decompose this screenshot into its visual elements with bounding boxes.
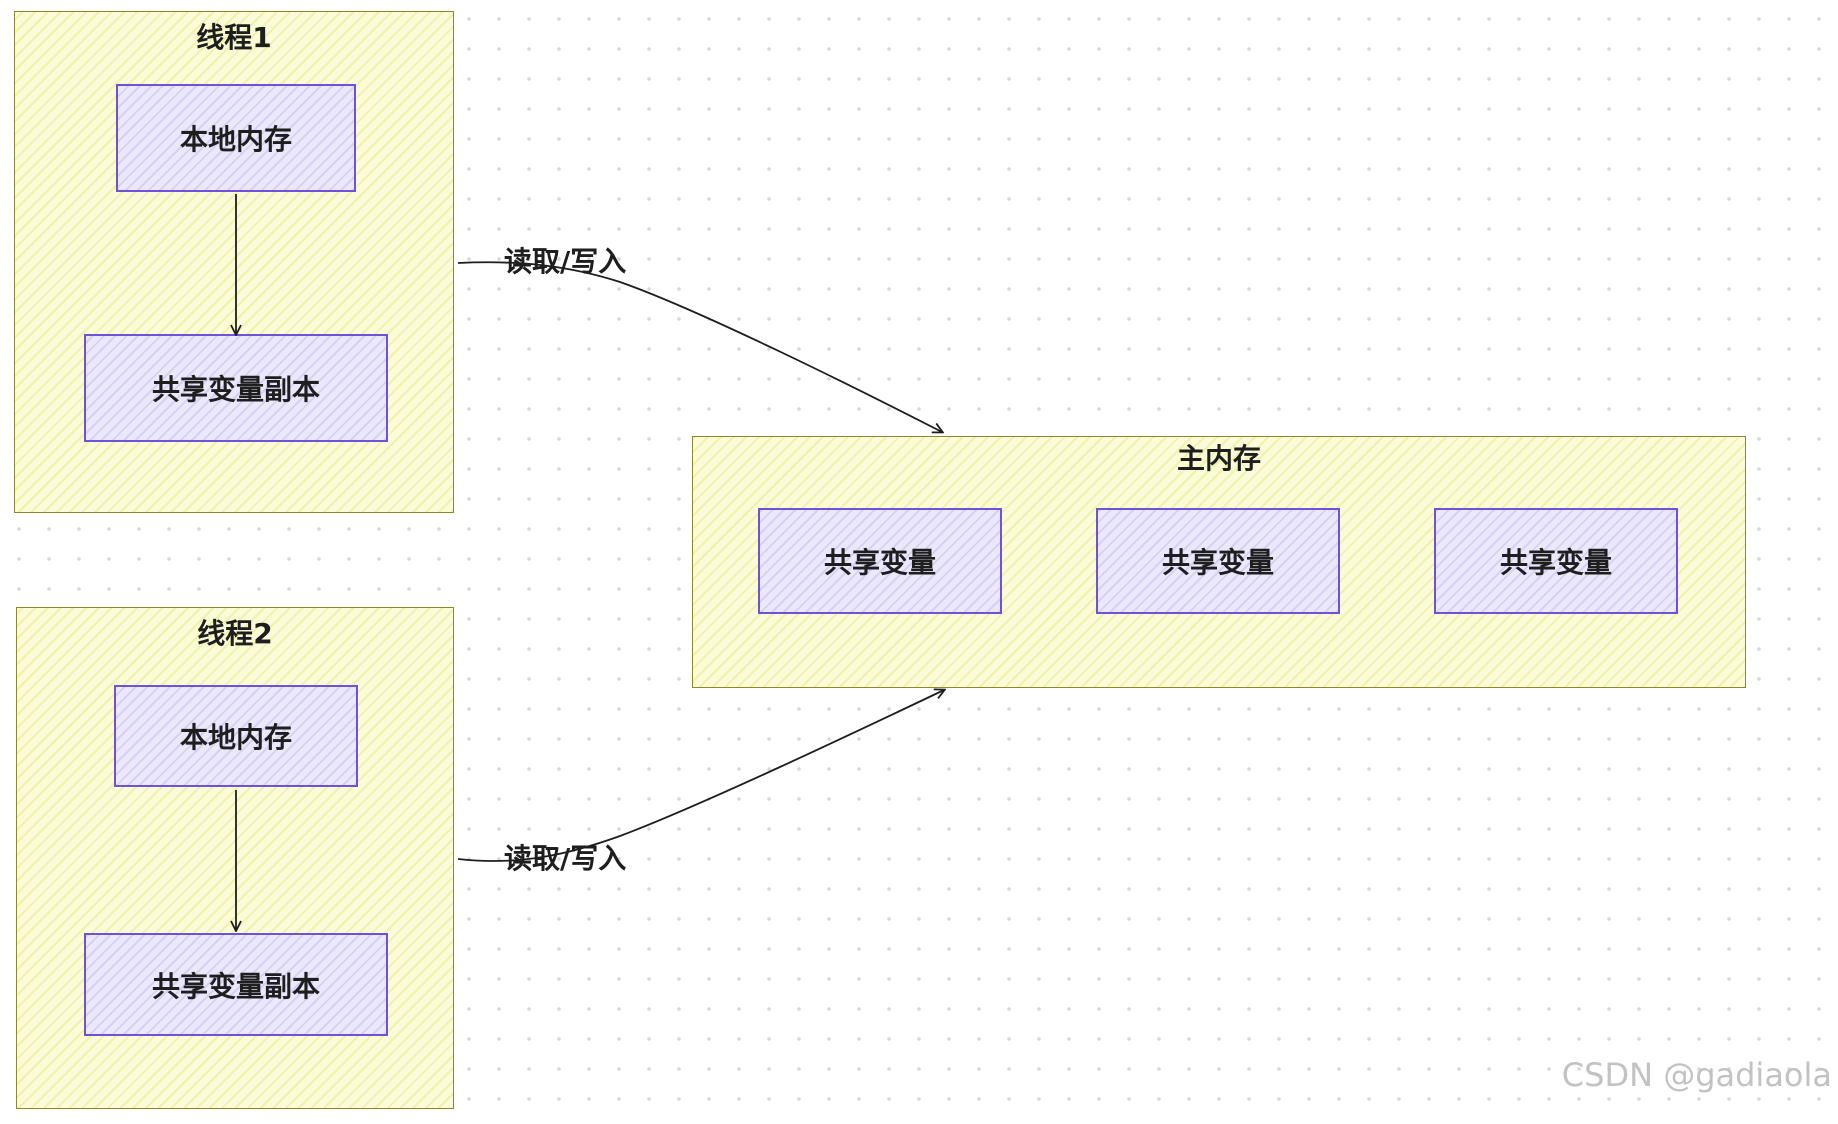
main-memory-title: 主内存 [1176, 442, 1261, 475]
thread1-shared-copy-label: 共享变量副本 [151, 373, 320, 406]
thread2-to-main-arrow [457, 690, 944, 862]
thread1-local-memory-label: 本地内存 [179, 123, 292, 156]
shared-variable-label: 共享变量 [1499, 546, 1612, 579]
thread2-shared-copy-box[interactable]: 共享变量副本 [84, 933, 388, 1036]
main-shared-variable-1[interactable]: 共享变量 [758, 508, 1002, 614]
thread2-title: 线程2 [197, 617, 273, 650]
thread1-edge-label: 读取/写入 [504, 245, 627, 278]
thread1-local-memory-box[interactable]: 本地内存 [116, 84, 356, 192]
thread1-to-main-arrow [457, 261, 942, 432]
shared-variable-label: 共享变量 [1161, 546, 1274, 579]
thread2-local-memory-box[interactable]: 本地内存 [114, 685, 358, 787]
main-shared-variable-3[interactable]: 共享变量 [1434, 508, 1678, 614]
thread1-title: 线程1 [196, 21, 272, 54]
watermark: CSDN @gadiaola [1561, 1056, 1832, 1094]
shared-variable-label: 共享变量 [823, 546, 936, 579]
thread2-shared-copy-label: 共享变量副本 [151, 969, 320, 1003]
thread2-edge-label: 读取/写入 [504, 842, 627, 875]
thread1-shared-copy-box[interactable]: 共享变量副本 [84, 334, 388, 442]
thread2-local-memory-label: 本地内存 [179, 721, 292, 754]
main-shared-variable-2[interactable]: 共享变量 [1096, 508, 1340, 614]
